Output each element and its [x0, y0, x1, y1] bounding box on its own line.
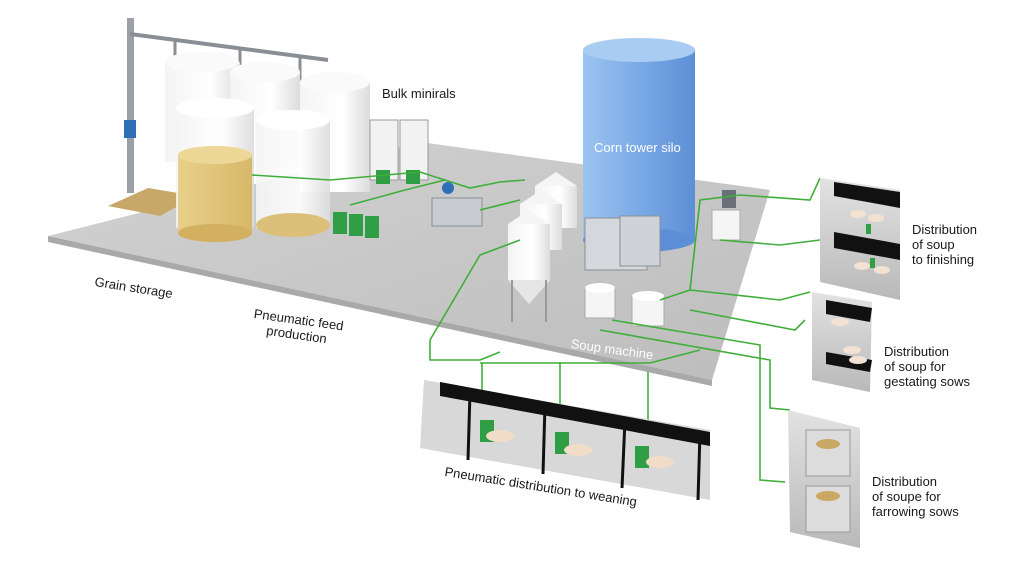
feed-mixer: [431, 182, 483, 227]
farrowing-pens: [788, 410, 860, 548]
finishing-pens: [820, 178, 900, 300]
label-distribution-finishing: Distribution of soup to finishing: [912, 222, 978, 267]
label-bulk-minerals: Bulk minirals: [382, 86, 456, 101]
gestating-pens: [812, 292, 872, 392]
grain-pit: [108, 188, 196, 216]
bulk-mineral-hoppers: [369, 119, 429, 184]
label-distribution-gestating: Distribution of soup for gestating sows: [884, 344, 970, 389]
weaning-pens: [420, 380, 710, 501]
floor-edge: [48, 236, 712, 386]
soup-machine: [584, 190, 741, 327]
small-silos: [508, 172, 577, 322]
grain-fill: [178, 146, 330, 242]
label-corn-tower-silo: Corn tower silo: [594, 140, 681, 155]
label-distribution-farrowing: Distribution of soupe for farrowing sows: [872, 474, 959, 519]
green-feed-units: [333, 212, 379, 238]
